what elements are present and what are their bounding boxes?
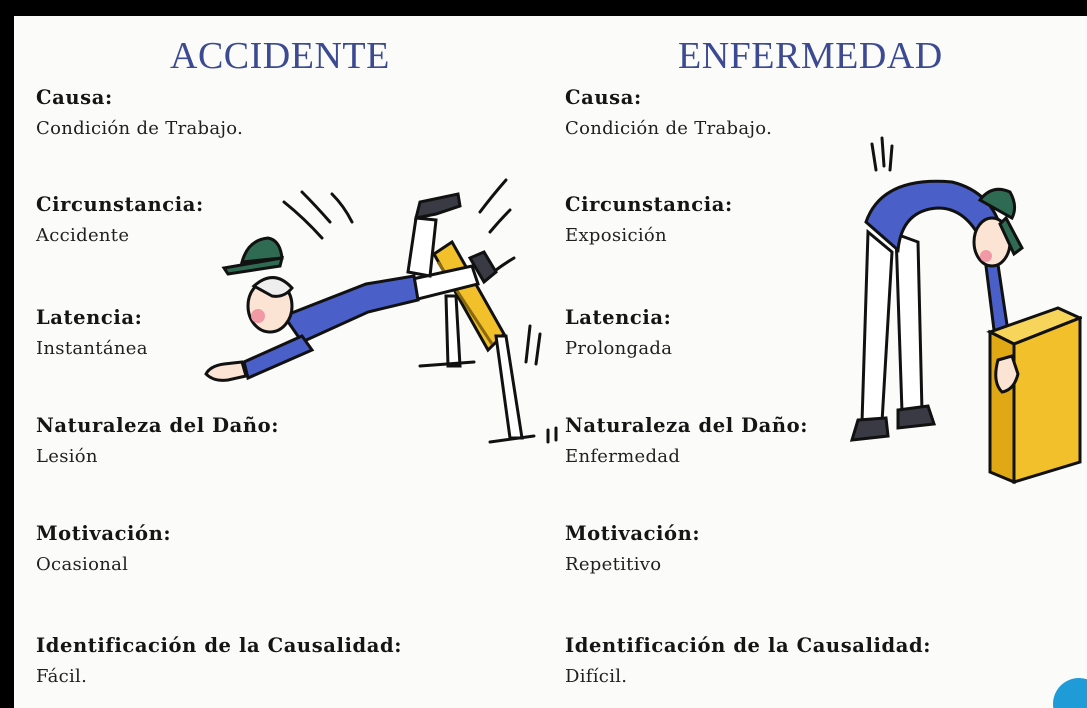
tripping-worker-illustration [204,178,558,444]
illness-causality-label: Identificación de la Causalidad: [565,634,932,657]
illness-causality: Identificación de la Causalidad: Difícil… [565,634,931,687]
corner-dot [1053,678,1087,708]
lifting-worker-illustration [849,136,1082,485]
accident-causality: Identificación de la Causalidad: Fácil. [36,634,402,687]
accident-circumstance: Circunstancia: Accidente [36,193,204,246]
accident-cause-value: Condición de Trabajo. [36,118,244,139]
accident-cause: Causa: Condición de Trabajo. [36,86,243,139]
illness-latency: Latencia: Prolongada [565,306,672,359]
illness-circumstance: Circunstancia: Exposición [565,193,733,246]
accident-heading: ACCIDENTE [170,35,390,77]
accident-circumstance-value: Accidente [36,225,130,246]
accident-causality-value: Fácil. [36,666,88,687]
accident-causality-label: Identificación de la Causalidad: [36,634,403,657]
illness-cause: Causa: Condición de Trabajo. [565,86,772,139]
accident-latency: Latencia: Instantánea [36,306,148,359]
accident-latency-value: Instantánea [36,338,148,359]
illness-circumstance-label: Circunstancia: [565,193,733,216]
accident-motivation-label: Motivación: [36,522,172,545]
illness-nature-value: Enfermedad [565,446,681,467]
illness-causality-value: Difícil. [565,666,628,687]
illness-latency-label: Latencia: [565,306,672,329]
illness-cause-value: Condición de Trabajo. [565,118,773,139]
accident-circumstance-label: Circunstancia: [36,193,204,216]
illness-latency-value: Prolongada [565,338,673,359]
accident-nature-label: Naturaleza del Daño: [36,414,280,437]
accident-motivation: Motivación: Ocasional [36,522,171,575]
accident-cause-label: Causa: [36,86,113,109]
illness-motivation-value: Repetitivo [565,554,662,575]
accident-nature-value: Lesión [36,446,98,467]
illness-nature: Naturaleza del Daño: Enfermedad [565,414,808,467]
accident-nature: Naturaleza del Daño: Lesión [36,414,279,467]
illness-cause-label: Causa: [565,86,642,109]
accident-latency-label: Latencia: [36,306,143,329]
illness-circumstance-value: Exposición [565,225,667,246]
slide: ACCIDENTE Causa: Condición de Trabajo. C… [14,16,1087,708]
illness-nature-label: Naturaleza del Daño: [565,414,809,437]
illness-motivation: Motivación: Repetitivo [565,522,700,575]
illness-heading: ENFERMEDAD [678,35,943,77]
illness-motivation-label: Motivación: [565,522,701,545]
accident-motivation-value: Ocasional [36,554,129,575]
